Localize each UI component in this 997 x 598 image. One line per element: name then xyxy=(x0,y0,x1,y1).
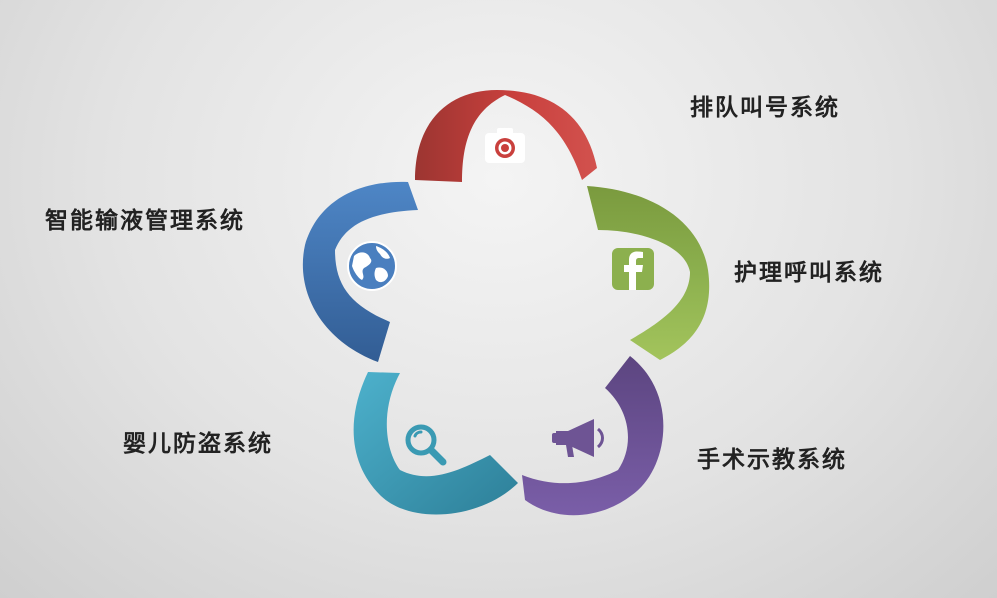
megaphone-icon xyxy=(552,419,604,457)
petal-teal xyxy=(353,372,518,515)
label-surgery: 手术示教系统 xyxy=(697,447,847,473)
facebook-icon xyxy=(612,248,654,290)
petal-red xyxy=(415,90,597,182)
petal-blue xyxy=(302,181,418,362)
petal-green xyxy=(587,186,710,360)
magnifier-icon xyxy=(405,424,447,466)
globe-icon xyxy=(347,241,397,291)
label-infusion: 智能输液管理系统 xyxy=(45,208,245,234)
camera-icon xyxy=(485,128,525,163)
label-nurse-call: 护理呼叫系统 xyxy=(734,260,884,286)
label-infant: 婴儿防盗系统 xyxy=(123,431,273,457)
label-queue: 排队叫号系统 xyxy=(690,95,840,121)
petal-purple xyxy=(522,356,664,516)
